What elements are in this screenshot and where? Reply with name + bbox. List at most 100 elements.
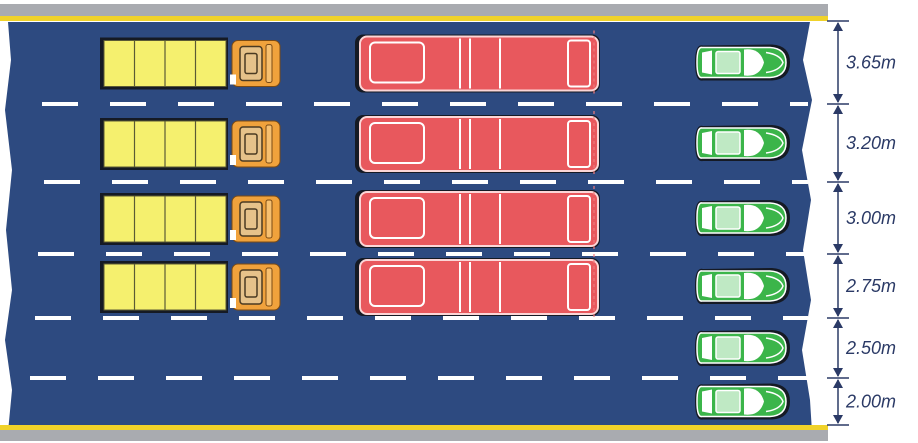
- lane-dash: [511, 316, 547, 320]
- bus-icon: [355, 31, 600, 97]
- truck-windshield: [266, 200, 272, 238]
- lane-dash: [35, 316, 71, 320]
- truck-icon: [100, 38, 280, 90]
- lane-dash: [310, 252, 346, 256]
- lane-dash: [42, 102, 78, 106]
- lane-dash: [514, 252, 550, 256]
- lane-dash: [718, 252, 754, 256]
- lane-6-vehicles: [695, 384, 790, 420]
- truck-cab-roof: [240, 127, 262, 161]
- car-roof: [716, 207, 740, 229]
- bus-icon: [355, 186, 600, 252]
- car-icon: [695, 125, 790, 161]
- lane-dash: [654, 102, 690, 106]
- lane-width-label: 2.00m: [845, 392, 896, 412]
- lane-5-vehicles: [695, 330, 790, 366]
- lane-dash: [302, 376, 338, 380]
- truck-mirror: [230, 155, 236, 165]
- lane-dash: [246, 102, 282, 106]
- car-icon: [695, 330, 790, 366]
- lane-dash: [316, 180, 352, 184]
- lane-dash: [307, 316, 343, 320]
- lane-dash: [710, 376, 746, 380]
- car-roof: [716, 275, 740, 297]
- lane-dash: [520, 180, 556, 184]
- car-rear-window: [702, 131, 712, 155]
- lane-dash: [180, 180, 216, 184]
- truck-windshield: [266, 268, 272, 306]
- truck-icon: [100, 193, 280, 245]
- lane-width-label: 3.20m: [846, 133, 896, 153]
- lane-dash: [375, 316, 411, 320]
- lane-dash: [112, 180, 148, 184]
- car-rear-window: [702, 390, 712, 414]
- lane-width-label: 2.75m: [845, 276, 896, 296]
- lane-dash: [715, 316, 751, 320]
- lane-dash: [574, 376, 610, 380]
- truck-mirror: [230, 298, 236, 308]
- truck-cab-roof: [240, 270, 262, 304]
- lane-dash: [450, 102, 486, 106]
- lane-dash: [778, 376, 808, 380]
- truck-windshield: [266, 125, 272, 163]
- lane-dash: [98, 376, 134, 380]
- lane-dash: [579, 316, 615, 320]
- lane-dash: [446, 252, 482, 256]
- lane-dash: [239, 316, 275, 320]
- truck-cab-roof: [240, 202, 262, 236]
- car-roof: [716, 132, 740, 154]
- truck-mirror: [230, 75, 236, 85]
- lane-dash: [792, 180, 808, 184]
- lane-width-label: 3.00m: [846, 208, 896, 228]
- lane-dash: [724, 180, 760, 184]
- lane-dash: [582, 252, 618, 256]
- car-icon: [695, 268, 790, 304]
- top-shoulder: [0, 4, 828, 16]
- lane-dash: [384, 180, 420, 184]
- car-roof: [716, 391, 740, 413]
- lane-dash: [44, 180, 80, 184]
- lane-dash: [438, 376, 474, 380]
- top-edge-line: [0, 16, 828, 21]
- bus-icon: [355, 254, 600, 320]
- lane-width-label: 3.65m: [846, 53, 896, 73]
- lane-dash: [786, 252, 808, 256]
- car-icon: [695, 45, 790, 81]
- lane-dash: [650, 252, 686, 256]
- car-icon: [695, 384, 790, 420]
- lane-dash: [314, 102, 350, 106]
- lane-dash: [443, 316, 479, 320]
- bus-icon: [355, 111, 600, 177]
- lane-dash: [642, 376, 678, 380]
- lane-dash: [171, 316, 207, 320]
- lane-dash: [174, 252, 210, 256]
- bottom-shoulder: [0, 430, 828, 441]
- lane-dash: [506, 376, 542, 380]
- lane-dash: [783, 316, 808, 320]
- lane-dash: [656, 180, 692, 184]
- truck-cab-roof: [240, 47, 262, 81]
- lane-dash: [518, 102, 554, 106]
- car-roof: [716, 52, 740, 74]
- lane-dash: [722, 102, 758, 106]
- lane-dash: [588, 180, 624, 184]
- truck-icon: [100, 261, 280, 313]
- lane-dash: [110, 102, 146, 106]
- lane-dash: [242, 252, 278, 256]
- car-rear-window: [702, 206, 712, 230]
- lane-dash: [790, 102, 808, 106]
- lane-dash: [370, 376, 406, 380]
- lane-dash: [166, 376, 202, 380]
- lane-dash: [382, 102, 418, 106]
- lane-dash: [38, 252, 74, 256]
- truck-icon: [100, 118, 280, 170]
- bottom-edge-line: [0, 425, 828, 430]
- car-rear-window: [702, 336, 712, 360]
- lane-dash: [178, 102, 214, 106]
- lane-dash: [586, 102, 622, 106]
- car-roof: [716, 337, 740, 359]
- truck-mirror: [230, 230, 236, 240]
- lane-dash: [234, 376, 270, 380]
- car-rear-window: [702, 51, 712, 75]
